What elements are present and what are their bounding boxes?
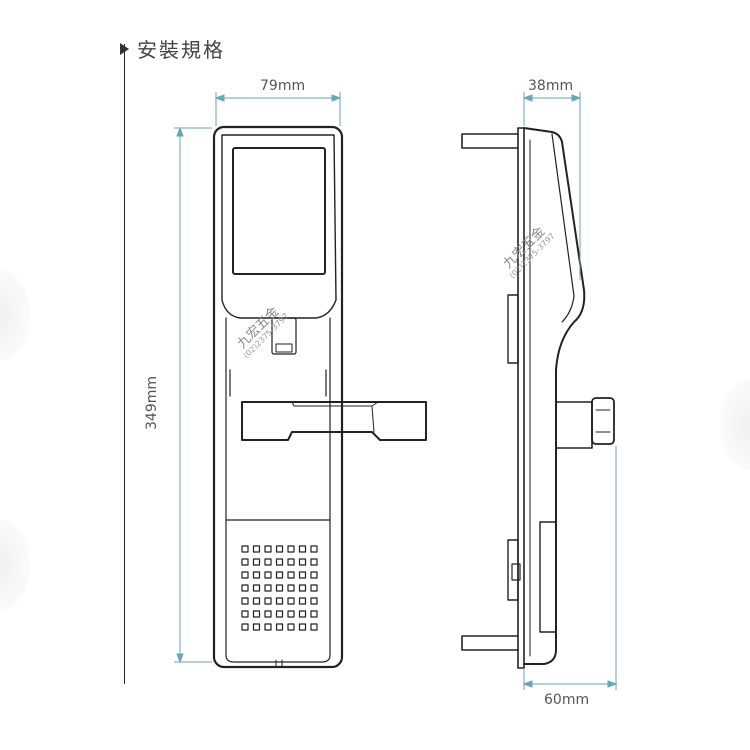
- grille-hole: [287, 584, 295, 592]
- grille-hole: [241, 558, 249, 566]
- grille-hole: [287, 545, 295, 553]
- grille-hole: [241, 545, 249, 553]
- grille-hole: [298, 623, 307, 631]
- dimension-lines: [174, 92, 618, 690]
- grille-hole: [310, 545, 318, 553]
- grille-hole: [241, 597, 249, 605]
- grille-hole: [252, 571, 261, 579]
- grille-hole: [241, 571, 249, 579]
- grille-hole: [298, 597, 307, 605]
- side-view-lock: [461, 127, 615, 669]
- grille-hole: [310, 597, 318, 605]
- grille-hole: [310, 584, 318, 592]
- grille-hole: [264, 545, 272, 553]
- dimension-depth-bottom-label: 60mm: [544, 692, 590, 708]
- grille-hole: [252, 558, 261, 566]
- grille-hole: [275, 584, 284, 592]
- grille-hole: [310, 610, 318, 618]
- grille-hole: [287, 623, 295, 631]
- grille-hole: [252, 597, 261, 605]
- grille-hole: [298, 584, 307, 592]
- grille-hole: [275, 597, 284, 605]
- grille-hole: [310, 623, 318, 631]
- grille-hole: [298, 558, 307, 566]
- grille-hole: [252, 623, 261, 631]
- dimension-width-label: 79mm: [260, 78, 306, 94]
- grille-hole: [264, 584, 272, 592]
- grille-hole: [241, 610, 249, 618]
- grille-hole: [252, 545, 261, 553]
- section-title: 安裝規格: [137, 38, 225, 62]
- grille-hole: [241, 584, 249, 592]
- grille-hole: [275, 545, 284, 553]
- grille-hole: [275, 558, 284, 566]
- dimension-depth-top-label: 38mm: [528, 78, 574, 94]
- grille-hole: [241, 623, 249, 631]
- grille-hole: [310, 558, 318, 566]
- grille-hole: [264, 597, 272, 605]
- dimension-height-label: 349mm: [144, 376, 160, 430]
- grille-hole: [287, 597, 295, 605]
- grille-hole: [264, 558, 272, 566]
- grille-hole: [298, 545, 307, 553]
- grille-hole: [287, 558, 295, 566]
- grille-hole: [287, 610, 295, 618]
- front-view-lock: [212, 125, 427, 669]
- grille-hole: [275, 571, 284, 579]
- grille-hole: [264, 623, 272, 631]
- grille-hole: [298, 571, 307, 579]
- grille-hole: [287, 571, 295, 579]
- grille-hole: [252, 610, 261, 618]
- grille-hole: [310, 571, 318, 579]
- grille-hole: [264, 610, 272, 618]
- grille-hole: [275, 610, 284, 618]
- grille-hole: [252, 584, 261, 592]
- grille-hole: [275, 623, 284, 631]
- triangle-bullet-icon: [120, 42, 129, 55]
- left-vertical-rule: [124, 44, 125, 684]
- speaker-grille: [241, 545, 318, 631]
- grille-hole: [264, 571, 272, 579]
- grille-hole: [298, 610, 307, 618]
- section-heading: 安裝規格: [120, 34, 225, 63]
